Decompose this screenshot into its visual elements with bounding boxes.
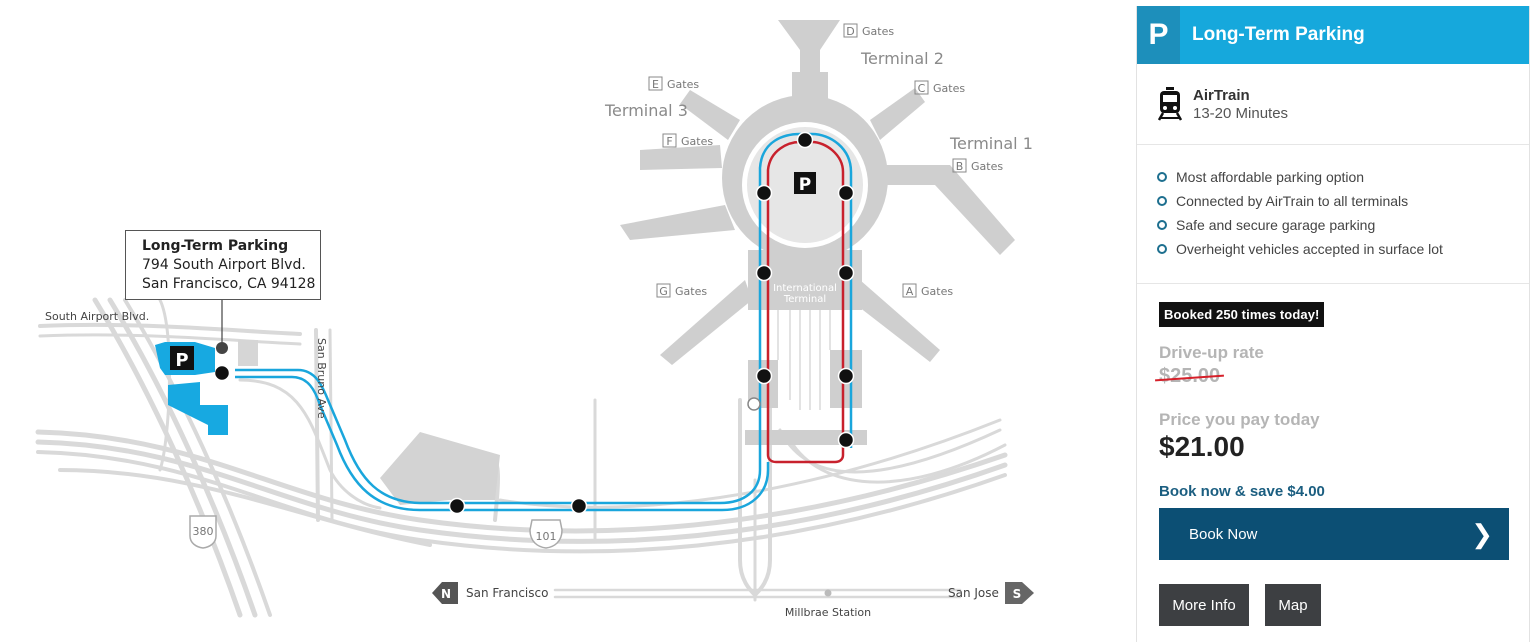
c-gates-letter: C [918, 82, 926, 95]
map-button[interactable]: Map [1265, 584, 1321, 626]
b-gates-letter: B [956, 160, 964, 173]
hwy-101-label: 101 [536, 530, 557, 543]
save-text: Book now & save $4.00 [1159, 483, 1325, 500]
f-gates-label: Gates [681, 135, 713, 148]
g-gates-label: Gates [675, 285, 707, 298]
international-label-1: International [773, 283, 837, 294]
feature-list: Most affordable parking option Connected… [1137, 145, 1529, 284]
transit-name: AirTrain [1193, 86, 1250, 104]
panel-header: P Long-Term Parking [1137, 6, 1529, 64]
parking-parcel [380, 432, 500, 505]
pricing-section: Booked 250 times today! Drive-up rate $2… [1137, 284, 1529, 626]
a-gates-label: Gates [921, 285, 953, 298]
terminal-1-label: Terminal 1 [949, 134, 1033, 153]
pay-today-price: $21.00 [1159, 431, 1245, 462]
feature-text: Overheight vehicles accepted in surface … [1176, 241, 1443, 257]
driveup-price: $25.00 [1155, 365, 1225, 388]
hwy-101-shield: 101 [529, 519, 563, 549]
parking-p-label: P [175, 350, 188, 371]
international-label-2: Terminal [783, 294, 826, 305]
airtrain-stations [213, 131, 855, 515]
south-airport-blvd-label: South Airport Blvd. [45, 310, 149, 323]
panel-title: Long-Term Parking [1192, 24, 1365, 45]
hwy-380-shield: 380 [189, 515, 217, 549]
callout-address-line-2: San Francisco, CA 94128 [142, 276, 316, 292]
bart-station-icon [747, 397, 761, 411]
callout-address-line-1: 794 South Airport Blvd. [142, 257, 306, 273]
c-gates-label: Gates [933, 82, 965, 95]
feature-item: Most affordable parking option [1157, 165, 1529, 189]
book-now-button[interactable]: Book Now ❯ [1159, 508, 1509, 560]
parking-icon: P [1137, 6, 1180, 64]
feature-text: Safe and secure garage parking [1176, 217, 1376, 233]
d-gates-letter: D [846, 25, 854, 38]
airport-map: P P D Gates E Gates C Gates F Gates B Ga… [35, 20, 1034, 619]
millbrae-station-label: Millbrae Station [785, 606, 871, 619]
book-now-label: Book Now [1189, 525, 1258, 543]
feature-item: Safe and secure garage parking [1157, 213, 1529, 237]
parking-address-callout: Long-Term Parking 794 South Airport Blvd… [125, 230, 321, 300]
airtrain-red-line [766, 140, 845, 464]
b-gates-label: Gates [971, 160, 1003, 173]
roads [35, 297, 1008, 618]
feature-text: Connected by AirTrain to all terminals [1176, 193, 1409, 209]
driveup-label: Drive-up rate [1159, 343, 1264, 362]
train-icon [1157, 87, 1183, 121]
g-gates-letter: G [659, 285, 668, 298]
more-info-button[interactable]: More Info [1159, 584, 1249, 626]
terminal-2-label: Terminal 2 [860, 49, 944, 68]
pay-today-label: Price you pay today [1159, 410, 1320, 429]
d-gates-label: Gates [862, 25, 894, 38]
center-p-label: P [799, 175, 811, 195]
terminal-3-label: Terminal 3 [604, 101, 688, 120]
hwy-380-label: 380 [193, 525, 214, 538]
f-gates-letter: F [666, 135, 672, 148]
san-bruno-ave-label: San Bruno Ave [315, 338, 328, 419]
e-gates-letter: E [652, 78, 659, 91]
chevron-right-icon: ❯ [1471, 518, 1493, 549]
south-marker: S [1005, 582, 1034, 604]
a-gates-letter: A [906, 285, 914, 298]
callout-title: Long-Term Parking [142, 238, 289, 254]
e-gates-label: Gates [667, 78, 699, 91]
map-graphic: P P D Gates E Gates C Gates F Gates B Ga… [35, 20, 1034, 619]
feature-item: Overheight vehicles accepted in surface … [1157, 237, 1529, 261]
north-letter: N [441, 587, 451, 601]
secondary-buttons: More Info Map [1159, 584, 1509, 626]
bullet-icon [1157, 196, 1167, 206]
transit-info: AirTrain 13-20 Minutes [1137, 64, 1529, 145]
feature-text: Most affordable parking option [1176, 169, 1365, 185]
san-jose-label: San Jose [948, 586, 999, 600]
booked-badge: Booked 250 times today! [1159, 302, 1325, 327]
bullet-icon [1157, 220, 1167, 230]
garage-lines [777, 310, 831, 410]
feature-item: Connected by AirTrain to all terminals [1157, 189, 1529, 213]
bullet-icon [1157, 244, 1167, 254]
san-francisco-label: San Francisco [466, 586, 548, 600]
south-letter: S [1013, 587, 1022, 601]
north-marker: N [432, 582, 458, 604]
parking-detail-panel: P Long-Term Parking AirTrain 13-20 Minut… [1136, 6, 1530, 642]
transit-time: 13-20 Minutes [1193, 104, 1289, 122]
bullet-icon [1157, 172, 1167, 182]
millbrae-dot [824, 589, 832, 597]
